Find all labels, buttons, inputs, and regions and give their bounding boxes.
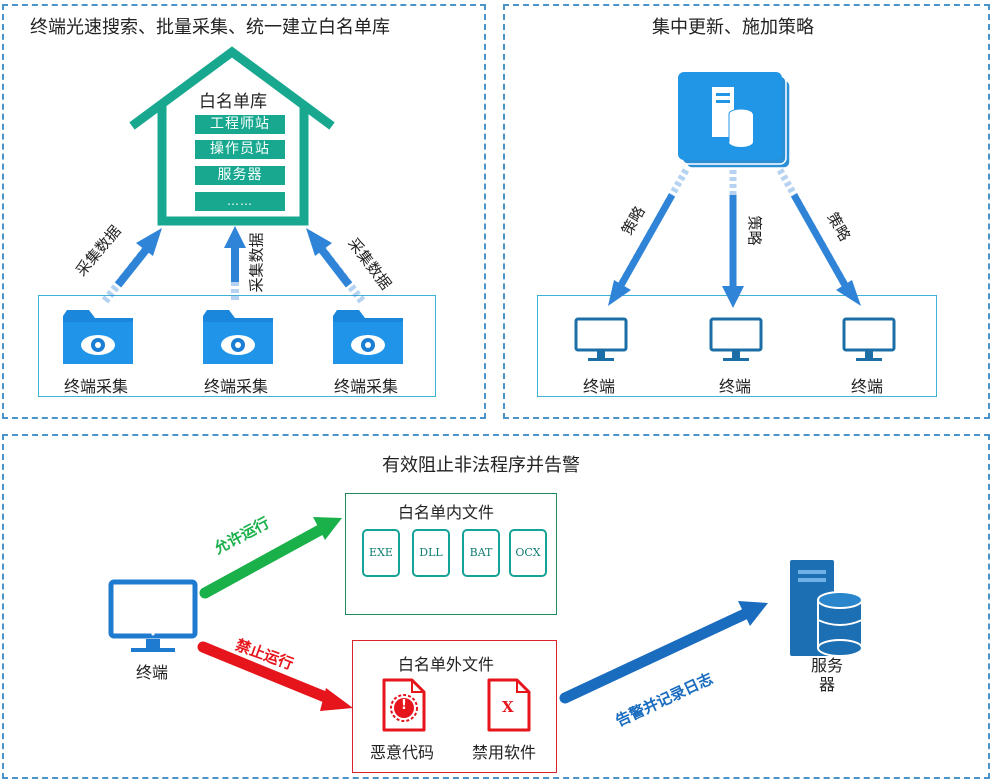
forbidden-software-x-mark: X: [502, 698, 514, 716]
collector-folder-icon-3: [333, 310, 403, 364]
blacklist-box: [352, 640, 557, 773]
whitelist-library-house-icon: [129, 46, 335, 226]
whitelist-box-title: 白名单内文件: [398, 503, 495, 522]
policy-terminal-label-3: 终端: [851, 377, 884, 396]
bat-file-label: BAT: [469, 546, 493, 559]
library-title: 白名单库: [199, 92, 267, 112]
policy-arrow-left: [608, 168, 690, 306]
collectors-box: [38, 295, 436, 397]
policy-panel-title: 集中更新、施加策略: [652, 17, 814, 38]
malicious-code-icon: [382, 678, 426, 732]
exe-file-label: EXE: [369, 546, 393, 559]
block-panel-title: 有效阻止非法程序并告警: [382, 455, 580, 476]
ocx-file-label: OCX: [515, 546, 541, 559]
collect-arrow-label-middle: 采集数据: [247, 232, 266, 293]
dll-file-label: DLL: [419, 546, 443, 559]
terminal-label: 终端: [136, 663, 169, 682]
collector-folder-icon-2: [203, 310, 273, 364]
collect-panel-title: 终端光速搜索、批量采集、统一建立白名单库: [30, 17, 390, 38]
deny-arrow: [197, 641, 353, 711]
terminal-monitor-icon: [108, 579, 198, 652]
collector-label-1: 终端采集: [64, 377, 129, 396]
policy-terminal-label-2: 终端: [719, 377, 752, 396]
block-panel: [2, 434, 990, 779]
collect-arrow-left: [101, 228, 162, 304]
monitor-icon-1: [574, 317, 628, 361]
policy-server-icon: [678, 72, 791, 169]
monitor-icon-3: [842, 317, 896, 361]
monitor-icon-2: [709, 317, 763, 361]
policy-arrow-right: [776, 168, 861, 306]
bat-file-icon: BAT: [462, 529, 500, 577]
forbidden-software-icon: [487, 678, 531, 732]
malicious-code-label: 恶意代码: [370, 743, 435, 762]
collect-panel: [2, 4, 486, 419]
collector-label-3: 终端采集: [334, 377, 399, 396]
policy-arrow-label-middle: 策略: [745, 215, 764, 246]
collect-arrow-middle: [224, 226, 246, 300]
ocx-file-icon: OCX: [509, 529, 547, 577]
blacklist-box-title: 白名单外文件: [398, 655, 495, 674]
allow-arrow: [199, 517, 342, 599]
collect-arrow-right: [306, 228, 366, 304]
library-item-operator-station: 操作员站: [195, 140, 285, 159]
policy-panel: [503, 4, 990, 419]
alert-arrow: [559, 601, 768, 704]
policy-terminal-label-1: 终端: [583, 377, 616, 396]
collector-folder-icon-1: [63, 310, 133, 364]
library-item-server: 服务器: [195, 166, 285, 185]
library-item-more: ……: [195, 192, 285, 211]
policy-arrow-middle: [722, 170, 744, 308]
collector-label-2: 终端采集: [204, 377, 269, 396]
whitelist-box: [345, 493, 557, 615]
exe-file-icon: EXE: [362, 529, 400, 577]
dll-file-icon: DLL: [412, 529, 450, 577]
server-label-line1: 服务: [811, 656, 844, 675]
server-label-line2: 器: [819, 675, 836, 694]
server-icon: [790, 560, 863, 657]
library-item-engineer-station: 工程师站: [195, 115, 285, 134]
malicious-code-bug-mark: !: [401, 698, 407, 713]
forbidden-software-label: 禁用软件: [472, 743, 537, 762]
